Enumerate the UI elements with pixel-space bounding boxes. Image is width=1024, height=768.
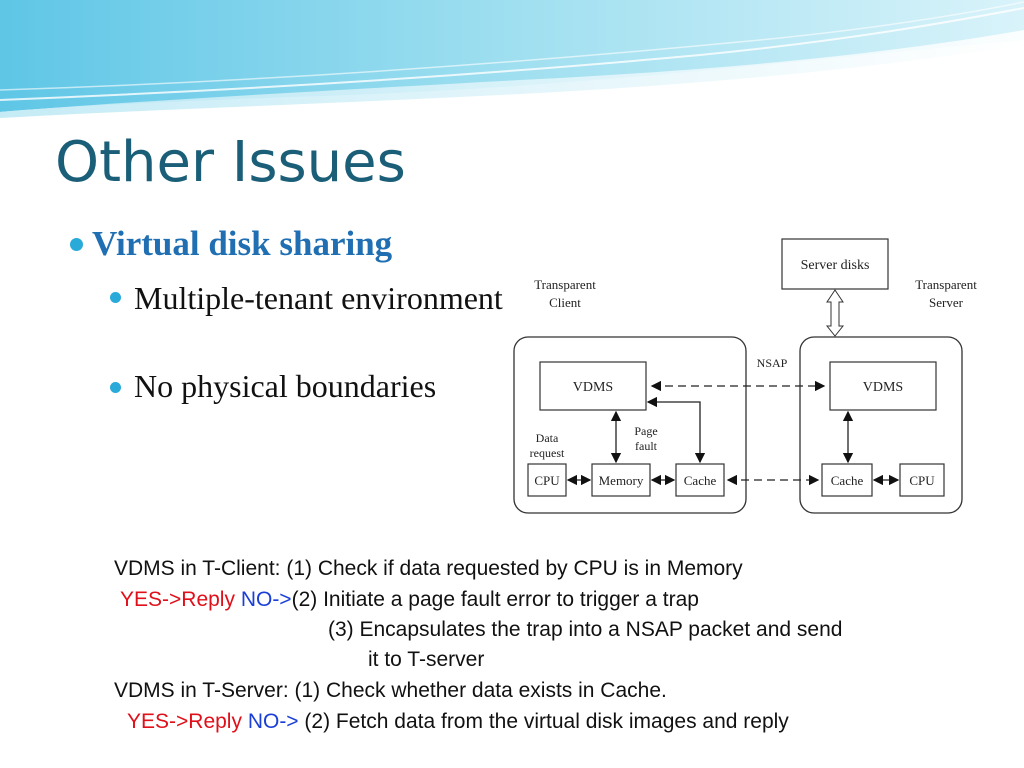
vdms-server-box — [829, 361, 937, 411]
cache-client-label: Cache — [684, 473, 717, 488]
page-fault-label-1: Page — [634, 424, 657, 438]
data-request-label-2: request — [530, 446, 565, 460]
cache-server-label: Cache — [831, 473, 864, 488]
bullet-virtual-disk-sharing: Virtual disk sharing — [92, 224, 393, 263]
note-line-4: it to T-server — [368, 648, 485, 671]
note-line-2: YES->Reply NO->(2) Initiate a page fault… — [120, 588, 699, 612]
cpu-server-box — [899, 463, 945, 497]
header-wave-decoration — [0, 0, 1024, 118]
cache-server-box — [821, 463, 873, 497]
note-line-6-text: (2) Fetch data from the virtual disk ima… — [304, 710, 789, 733]
cpu-client-label: CPU — [534, 473, 560, 488]
memory-box — [591, 463, 651, 497]
vdms-client-box — [539, 361, 647, 411]
page-title: Other Issues — [55, 130, 406, 195]
note-line-2-text: (2) Initiate a page fault error to trigg… — [291, 588, 699, 611]
vdms-cache-arrow — [646, 396, 706, 464]
note-line-1: VDMS in T-Client: (1) Check if data requ… — [114, 557, 743, 580]
note-line-3: (3) Encapsulates the trap into a NSAP pa… — [328, 618, 843, 641]
bullet-dot-icon — [70, 238, 83, 251]
cpu-server-label: CPU — [909, 473, 935, 488]
no-label: NO-> — [247, 710, 299, 733]
client-box — [513, 336, 747, 514]
transparent-server-label-2: Server — [929, 295, 964, 310]
bullet-multiple-tenant: Multiple-tenant environment — [134, 280, 503, 316]
vdms-client-label: VDMS — [573, 380, 613, 395]
nsap-label: NSAP — [757, 356, 788, 370]
cpu-client-box — [527, 463, 567, 497]
bullet-dot-icon — [110, 292, 121, 303]
page-fault-label-2: fault — [635, 439, 658, 453]
bullet-no-physical-boundaries: No physical boundaries — [134, 368, 437, 404]
transparent-server-label-1: Transparent — [915, 277, 977, 292]
yes-reply-label: YES->Reply — [127, 710, 242, 733]
note-line-5: VDMS in T-Server: (1) Check whether data… — [114, 679, 667, 702]
vdms-server-label: VDMS — [863, 380, 903, 395]
cache-client-box — [675, 463, 725, 497]
disk-link-arrow — [825, 289, 845, 337]
bullet-dot-icon — [110, 382, 121, 393]
server-box — [799, 336, 963, 514]
note-line-6: YES->Reply NO-> (2) Fetch data from the … — [127, 710, 789, 734]
transparent-client-label-2: Client — [549, 295, 581, 310]
data-request-label-1: Data — [536, 431, 559, 445]
server-disks-label: Server disks — [801, 258, 870, 273]
transparent-client-label-1: Transparent — [534, 277, 596, 292]
server-disks-box — [781, 238, 889, 290]
no-label: NO-> — [240, 588, 292, 611]
memory-label: Memory — [599, 473, 644, 488]
vdms-architecture-diagram: Server disks Transparent Client Transpar… — [510, 232, 990, 522]
yes-reply-label: YES->Reply — [120, 588, 235, 611]
